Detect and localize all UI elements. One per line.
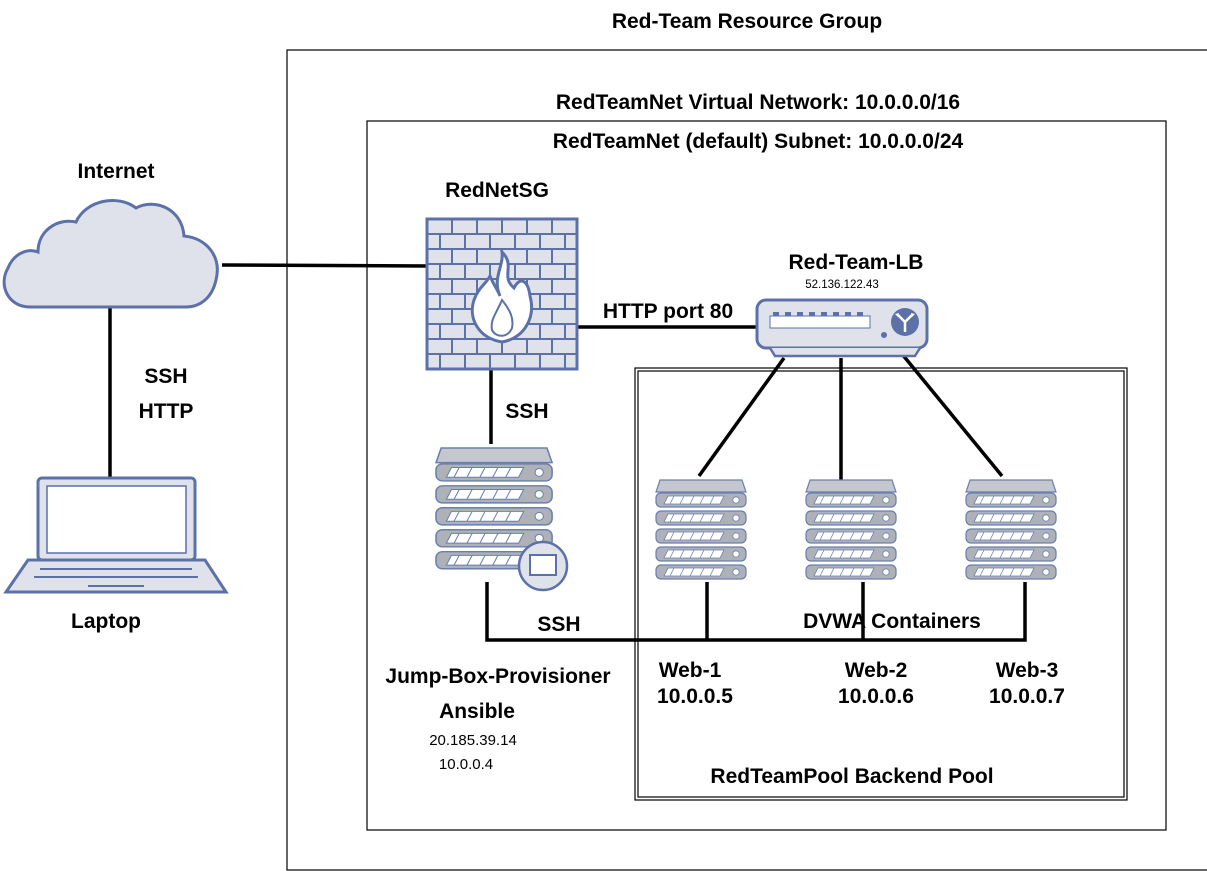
jumpbox-public-ip: 20.185.39.14 bbox=[429, 732, 517, 749]
backend-pool-inner-box bbox=[637, 370, 1125, 798]
firewall-jumpbox-link-label: SSH bbox=[505, 400, 548, 423]
lb-web3-link bbox=[900, 352, 1004, 478]
laptop-link-label-http: HTTP bbox=[139, 400, 194, 423]
resource-group-title: Red-Team Resource Group bbox=[612, 10, 882, 33]
web1-name: Web-1 bbox=[659, 659, 722, 682]
subnet-box bbox=[366, 120, 1167, 831]
lb-ip: 52.136.122.43 bbox=[805, 279, 879, 291]
firewall-label: RedNetSG bbox=[445, 179, 549, 202]
jumpbox-private-ip: 10.0.0.4 bbox=[439, 756, 493, 773]
lb-web1-link bbox=[697, 356, 786, 478]
subnet-title: RedTeamNet (default) Subnet: 10.0.0.0/24 bbox=[553, 130, 964, 153]
laptop-label: Laptop bbox=[71, 610, 141, 633]
firewall-icon bbox=[425, 217, 579, 371]
server-icon bbox=[656, 480, 746, 579]
load-balancer-icon bbox=[755, 298, 929, 358]
resource-group-box bbox=[286, 49, 1207, 871]
jumpbox-name: Jump-Box-Provisioner bbox=[385, 665, 610, 688]
server-icon bbox=[806, 480, 896, 579]
laptop-link-label-ssh: SSH bbox=[144, 365, 187, 388]
laptop-icon bbox=[3, 476, 229, 594]
backend-pool-title: RedTeamPool Backend Pool bbox=[710, 765, 993, 788]
server-icon bbox=[966, 480, 1056, 579]
web1-ip: 10.0.0.5 bbox=[657, 685, 733, 708]
backend-pool-outer-box bbox=[634, 367, 1128, 801]
web3-ip: 10.0.0.7 bbox=[989, 685, 1065, 708]
web2-name: Web-2 bbox=[845, 659, 908, 682]
internet-firewall-link bbox=[221, 263, 428, 268]
vnet-title: RedTeamNet Virtual Network: 10.0.0.0/16 bbox=[556, 91, 960, 114]
dvwa-containers-label: DVWA Containers bbox=[803, 610, 981, 633]
firewall-lb-link-label: HTTP port 80 bbox=[603, 300, 733, 323]
web2-ip: 10.0.0.6 bbox=[838, 685, 914, 708]
jumpbox-role: Ansible bbox=[439, 700, 515, 723]
ssh-backbone-link bbox=[485, 582, 1027, 642]
lb-label: Red-Team-LB bbox=[789, 251, 924, 274]
cloud-icon bbox=[2, 199, 219, 309]
monitor-icon bbox=[517, 540, 569, 592]
internet-label: Internet bbox=[77, 160, 154, 183]
web3-name: Web-3 bbox=[996, 659, 1059, 682]
jumpbox-web-link-label: SSH bbox=[537, 613, 580, 636]
